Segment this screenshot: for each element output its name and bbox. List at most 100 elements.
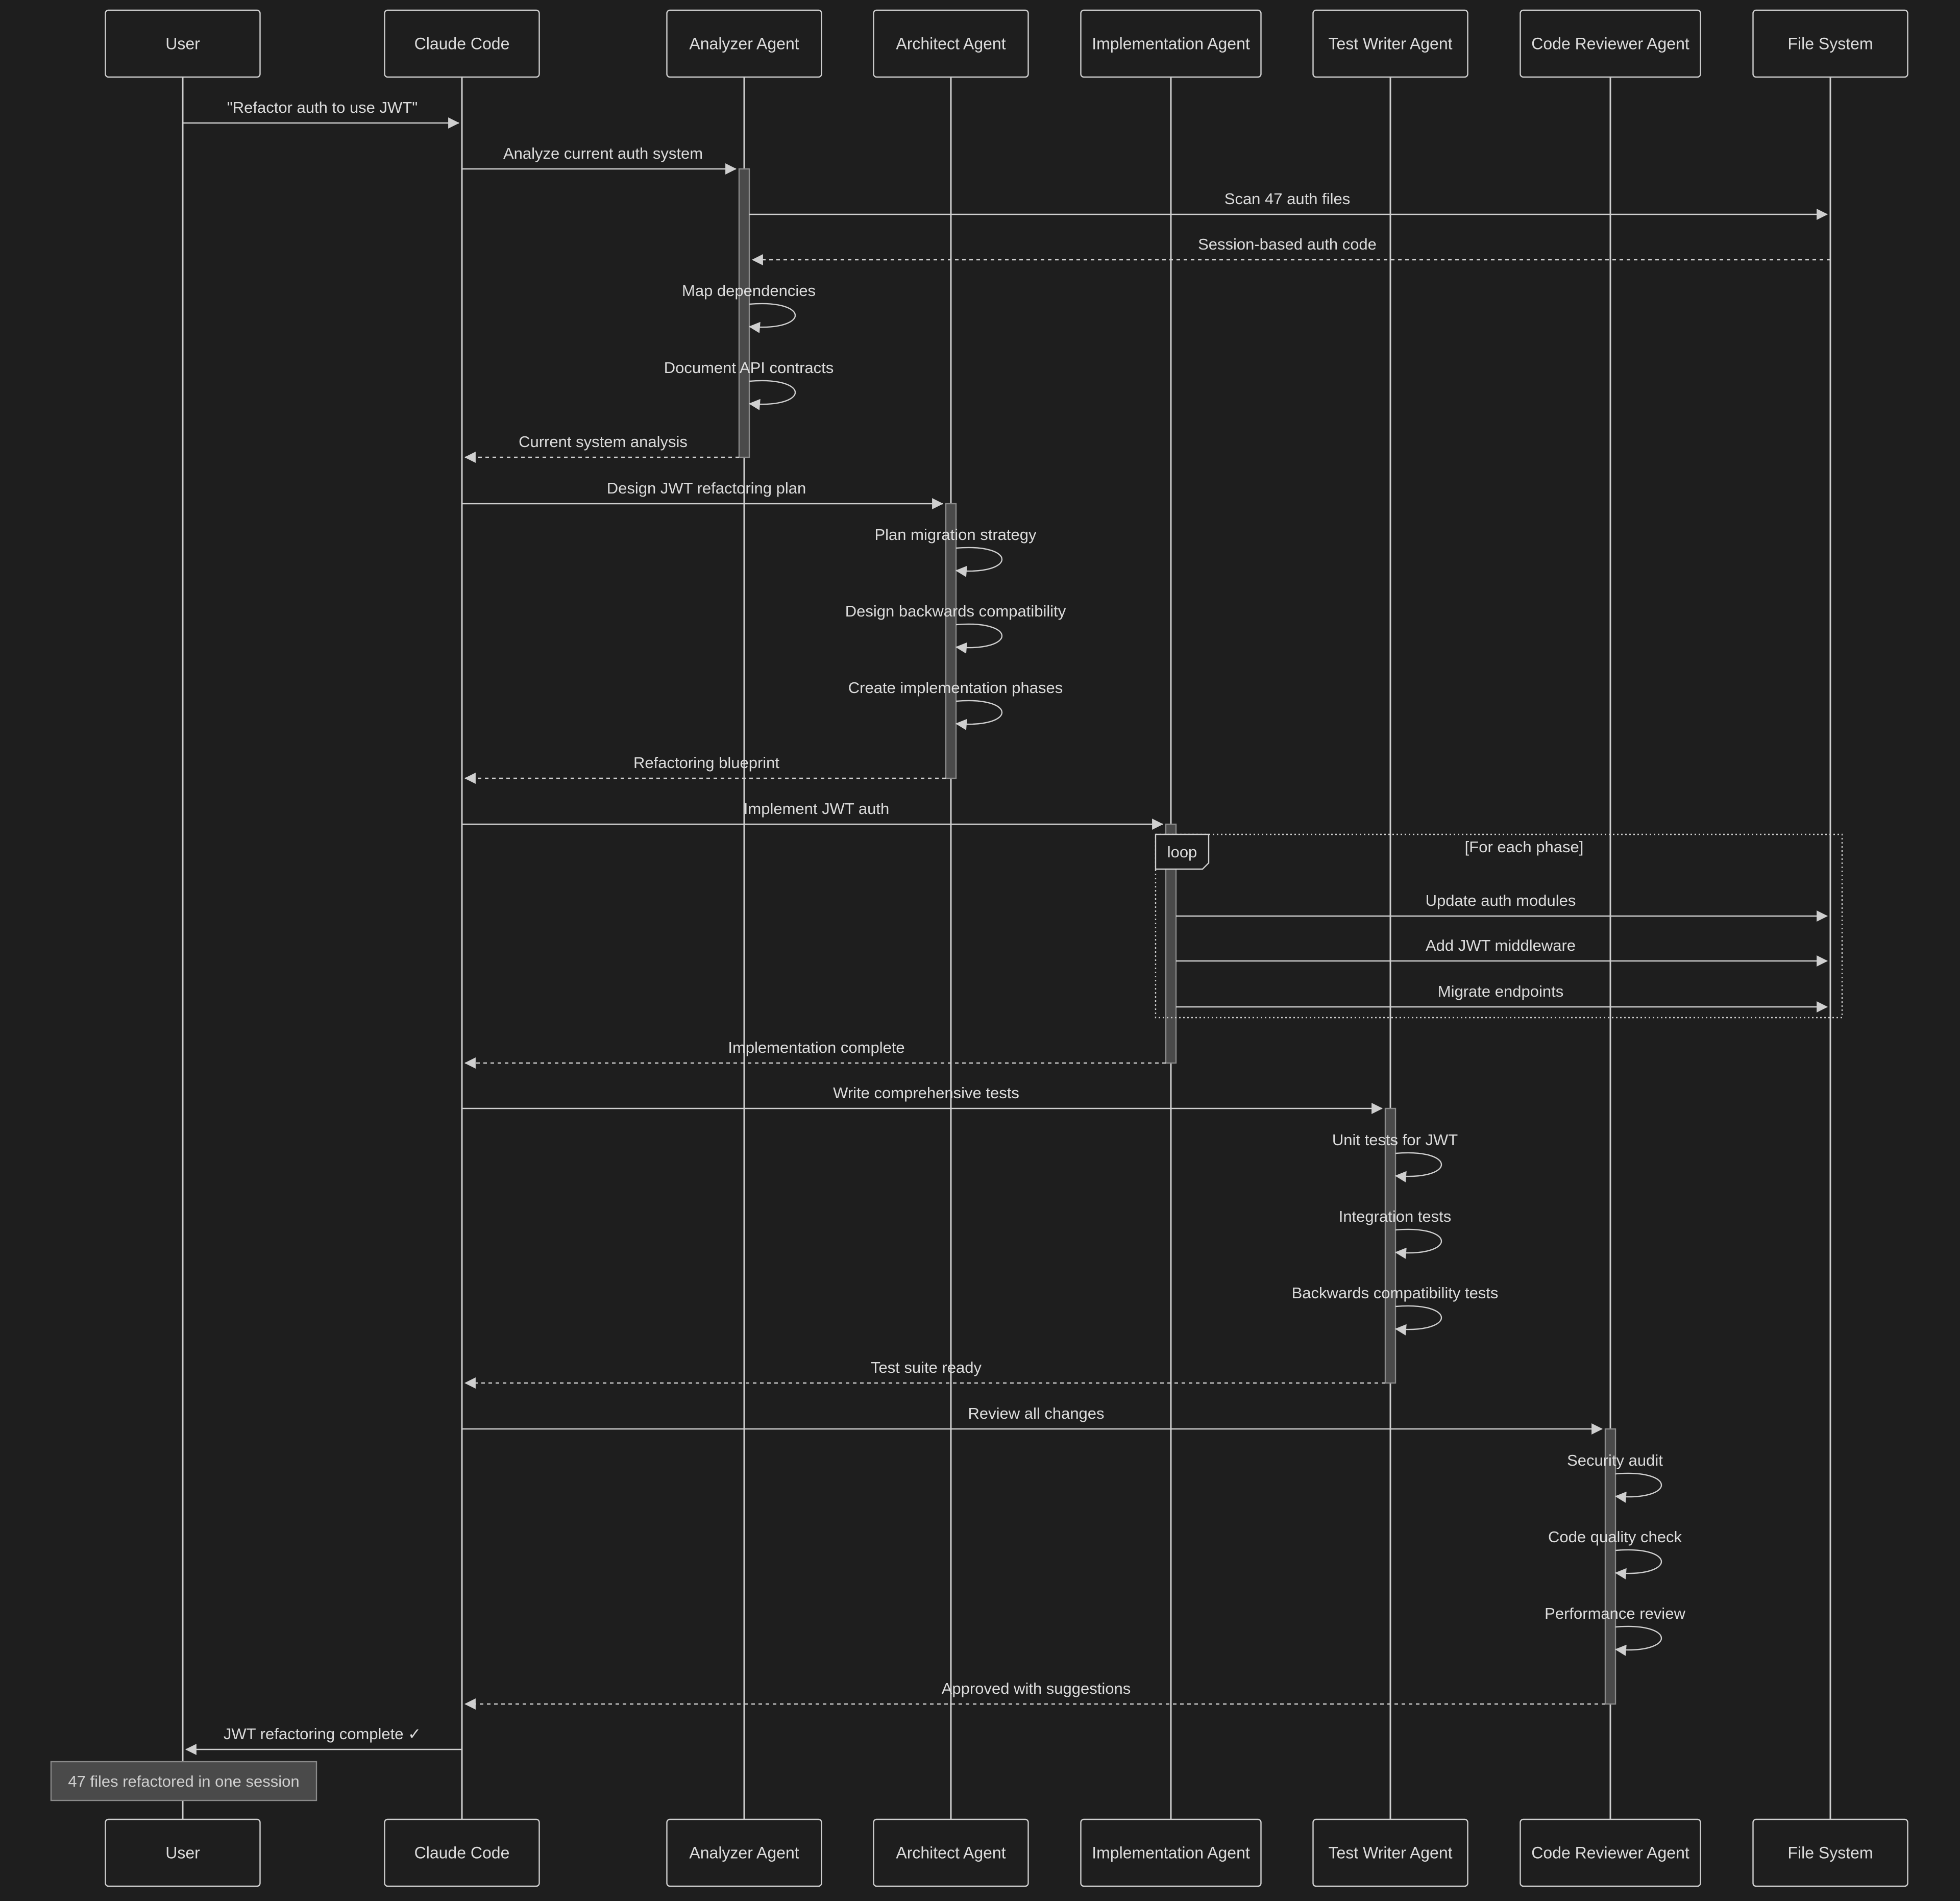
message-label: Implementation complete (728, 1039, 904, 1056)
actor-label: Architect Agent (896, 1844, 1006, 1862)
loop-condition: [For each phase] (1465, 838, 1584, 856)
actor-box (384, 1818, 540, 1887)
messages: "Refactor auth to use JWT" Analyze curren… (183, 98, 1830, 1755)
actor-impl-top: Implementation Agent (1080, 9, 1262, 78)
actor-label: User (165, 35, 200, 53)
self-message-arrow (1394, 1228, 1442, 1259)
message-label: Unit tests for JWT (1332, 1131, 1458, 1149)
message: Approved with suggestions (464, 1680, 1605, 1710)
self-message-arrow (748, 303, 796, 333)
self-message-arrow (1614, 1625, 1662, 1656)
actor-label: Implementation Agent (1092, 35, 1250, 53)
message-label: Implement JWT auth (744, 800, 889, 818)
message-label: Plan migration strategy (874, 526, 1037, 544)
actor-box (873, 1818, 1029, 1887)
message-label: Add JWT middleware (1426, 936, 1576, 954)
actor-box (666, 9, 822, 78)
message: Update auth modules (1176, 892, 1828, 922)
actor-label: Claude Code (414, 1844, 510, 1862)
self-message-arrow (955, 623, 1003, 654)
actor-label: File System (1787, 35, 1873, 53)
actor-tester-top: Test Writer Agent (1312, 9, 1468, 78)
message-label: Refactoring blueprint (633, 754, 779, 772)
actor-label: User (165, 1844, 200, 1862)
actor-architect-top: Architect Agent (873, 9, 1029, 78)
actor-claude-bottom: Claude Code (384, 1818, 540, 1887)
message-label: Scan 47 auth files (1224, 190, 1350, 208)
note: 47 files refactored in one session (50, 1761, 317, 1801)
activations (738, 168, 1616, 1705)
activation-bar-impl (1165, 823, 1177, 1064)
message-label: JWT refactoring complete ✓ (224, 1725, 421, 1743)
message-label: Performance review (1545, 1604, 1685, 1622)
message: Backwards compatibility tests (1292, 1284, 1499, 1336)
loop-tag-label: loop (1167, 843, 1197, 861)
message-label: Migrate endpoints (1438, 982, 1563, 1000)
message: Map dependencies (682, 282, 816, 333)
actor-box (1752, 9, 1908, 78)
actor-label: Architect Agent (896, 35, 1006, 53)
message: Implementation complete (464, 1039, 1166, 1069)
actor-box (873, 9, 1029, 78)
message-label: Write comprehensive tests (833, 1084, 1019, 1102)
message-label: Backwards compatibility tests (1292, 1284, 1499, 1302)
message: Current system analysis (464, 433, 739, 463)
message: Test suite ready (464, 1359, 1385, 1389)
actor-reviewer-bottom: Code Reviewer Agent (1520, 1818, 1701, 1887)
actor-box (105, 1818, 261, 1887)
message-label: Approved with suggestions (942, 1680, 1131, 1697)
message: Unit tests for JWT (1332, 1131, 1458, 1182)
actor-reviewer-top: Code Reviewer Agent (1520, 9, 1701, 78)
note-box (50, 1761, 317, 1801)
actor-label: File System (1787, 1844, 1873, 1862)
message-label: Current system analysis (519, 433, 688, 451)
message-label: "Refactor auth to use JWT" (227, 98, 418, 116)
actor-label: Test Writer Agent (1328, 1844, 1452, 1862)
message-label: Update auth modules (1426, 892, 1576, 909)
message: Analyze current auth system (462, 144, 737, 175)
activation-bar-architect (945, 503, 957, 779)
actor-fs-bottom: File System (1752, 1818, 1908, 1887)
actor-impl-bottom: Implementation Agent (1080, 1818, 1262, 1887)
self-message-arrow (1394, 1305, 1442, 1336)
message-label: Test suite ready (871, 1359, 982, 1376)
actor-fs-top: File System (1752, 9, 1908, 78)
lifelines (182, 77, 1831, 1819)
actor-label: Test Writer Agent (1328, 35, 1452, 53)
message: Add JWT middleware (1176, 936, 1828, 967)
activation-bar-reviewer (1604, 1428, 1616, 1705)
message: Review all changes (462, 1404, 1603, 1435)
actor-label: Analyzer Agent (689, 1844, 799, 1862)
message-label: Code quality check (1548, 1528, 1682, 1546)
actor-user-bottom: User (105, 1818, 261, 1887)
note-text: 47 files refactored in one session (68, 1772, 299, 1790)
message: Session-based auth code (751, 235, 1830, 265)
message-label: Session-based auth code (1198, 235, 1377, 253)
message: Integration tests (1339, 1207, 1451, 1259)
message: Security audit (1567, 1451, 1663, 1503)
actor-architect-bottom: Architect Agent (873, 1818, 1029, 1887)
actor-label: Code Reviewer Agent (1531, 1844, 1689, 1862)
message: Code quality check (1548, 1528, 1682, 1579)
self-message-arrow (748, 380, 796, 410)
message: Implement JWT auth (462, 800, 1164, 830)
message-label: Design JWT refactoring plan (607, 479, 806, 497)
loop-block: loop [For each phase] (1155, 833, 1843, 1019)
self-message-arrow (1394, 1152, 1442, 1182)
actor-claude-top: Claude Code (384, 9, 540, 78)
message: Performance review (1545, 1604, 1685, 1656)
actor-box (1080, 1818, 1262, 1887)
actor-box (666, 1818, 822, 1887)
message-label: Security audit (1567, 1451, 1663, 1469)
note: 47 files refactored in one session (50, 1761, 317, 1801)
self-message-arrow (1614, 1472, 1662, 1503)
message: JWT refactoring complete ✓ (185, 1725, 462, 1755)
message-label: Analyze current auth system (503, 144, 703, 162)
message: Scan 47 auth files (749, 190, 1828, 220)
actor-tester-bottom: Test Writer Agent (1312, 1818, 1468, 1887)
actor-box (1080, 9, 1262, 78)
message-label: Create implementation phases (848, 679, 1063, 697)
actor-box (1520, 1818, 1701, 1887)
